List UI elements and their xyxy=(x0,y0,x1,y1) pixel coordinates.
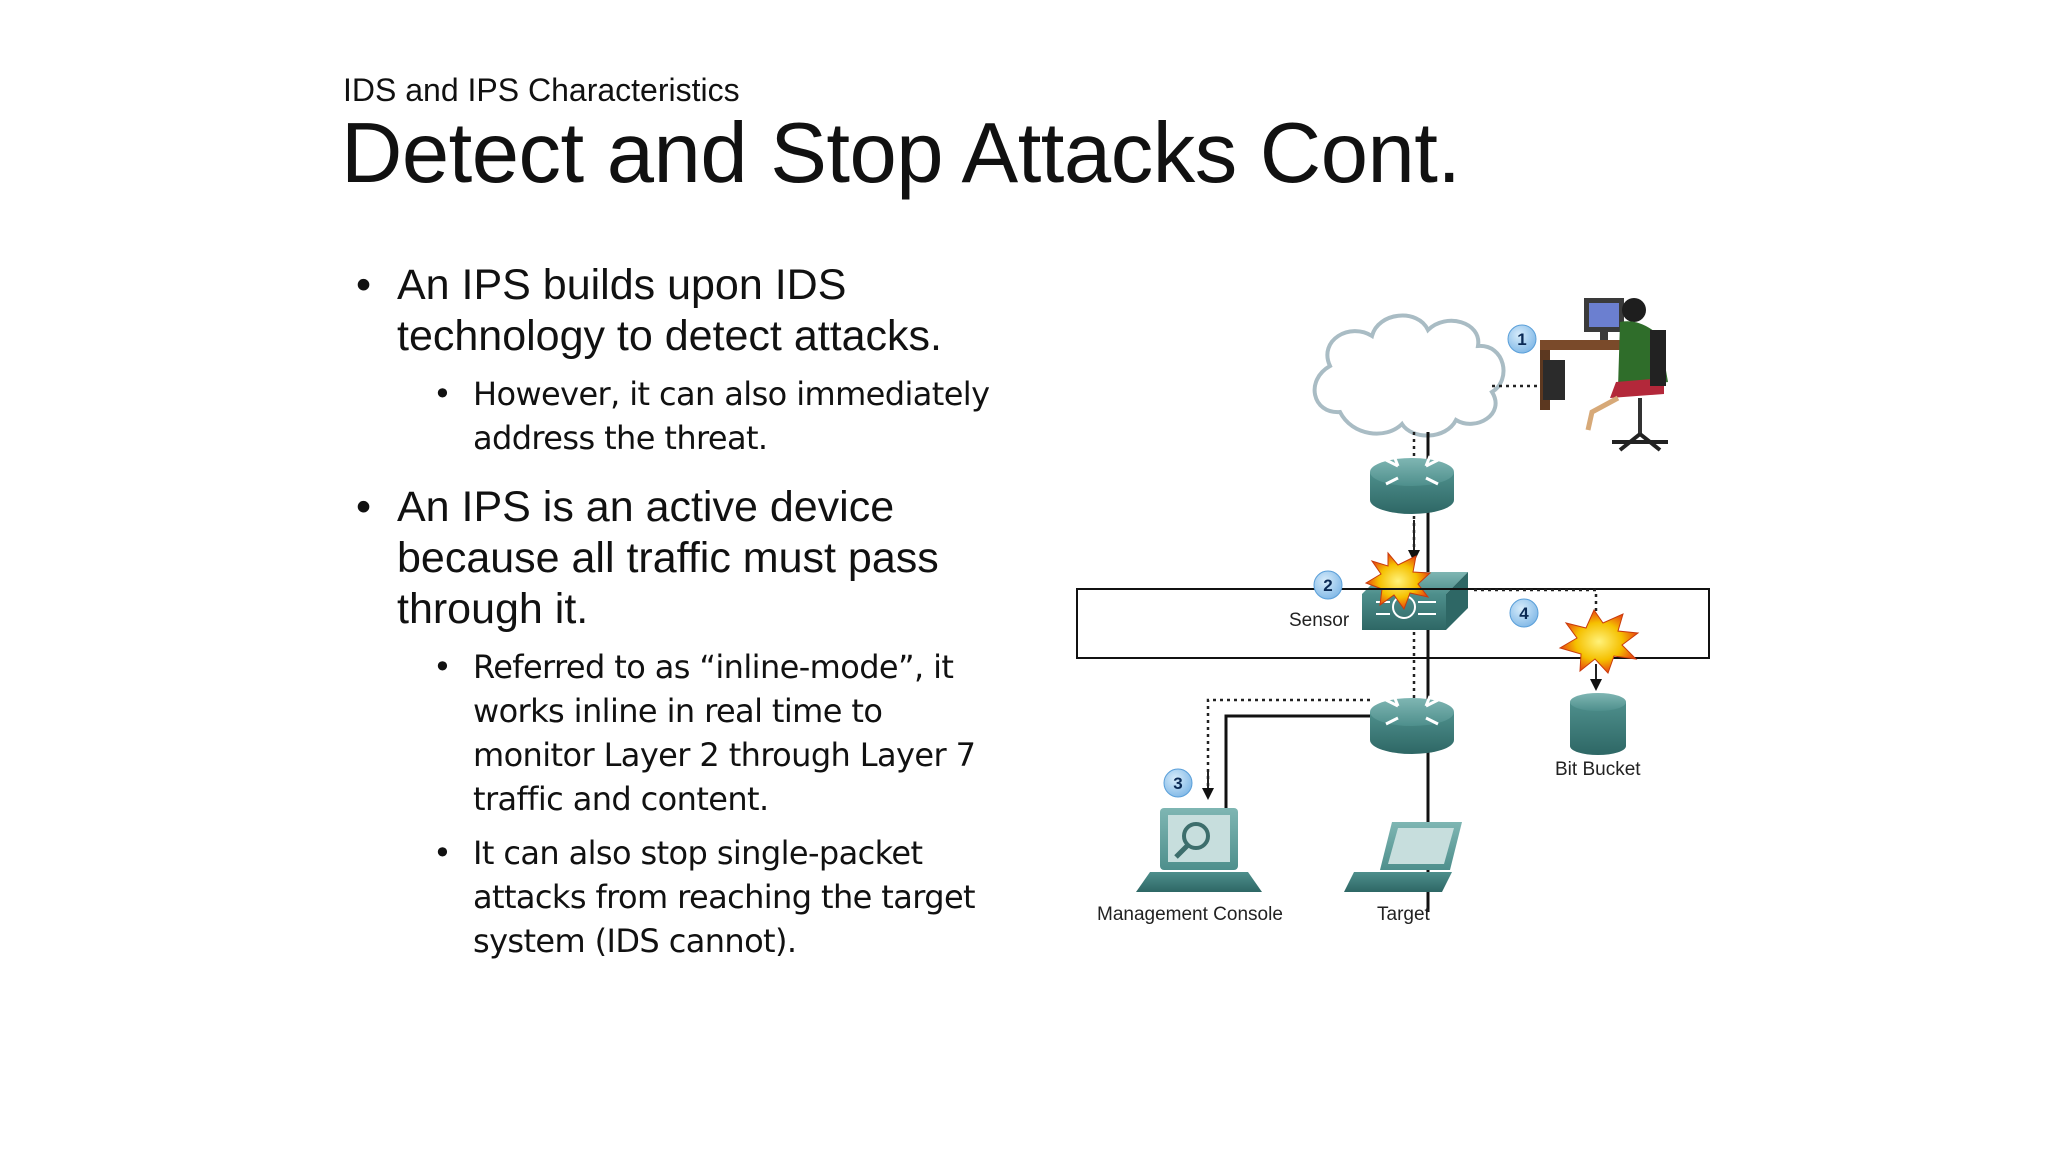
bullet-marker: • xyxy=(356,483,372,531)
bullet-line: monitor Layer 2 through Layer 7 xyxy=(473,736,976,774)
step-number: 1 xyxy=(1517,330,1526,349)
explosion-icon xyxy=(1364,551,1432,611)
router-icon xyxy=(1370,695,1454,754)
bullet-marker: • xyxy=(433,648,452,686)
bullet-line: Referred to as “inline-mode”, it xyxy=(473,648,954,686)
bullet-line: works inline in real time to xyxy=(473,692,883,730)
router-icon xyxy=(1370,455,1454,514)
bit-bucket-label: Bit Bucket xyxy=(1555,759,1641,780)
bullet-line: address the threat. xyxy=(473,419,768,457)
operator-workstation-icon xyxy=(1540,298,1668,452)
target-label: Target xyxy=(1377,904,1431,925)
slide-subtitle: IDS and IPS Characteristics xyxy=(343,72,740,108)
bullet-line: attacks from reaching the target xyxy=(473,878,976,916)
bullet-line: technology to detect attacks. xyxy=(397,312,942,360)
explosion-icon xyxy=(1558,608,1640,674)
bullet-ips-builds-on-ids: • An IPS builds upon IDS technology to d… xyxy=(356,260,1056,362)
target-laptop-icon xyxy=(1344,822,1462,892)
step-1-badge: 1 xyxy=(1507,324,1537,354)
bullet-list: • An IPS builds upon IDS technology to d… xyxy=(356,260,1056,963)
bullet-line: An IPS is an active device xyxy=(397,483,895,531)
step-number: 2 xyxy=(1323,576,1332,595)
step-3-badge: 3 xyxy=(1163,768,1193,798)
slide-title: Detect and Stop Attacks Cont. xyxy=(341,106,1461,201)
bullet-marker: • xyxy=(433,834,452,872)
drop-path-line xyxy=(1474,588,1598,625)
sub-bullet-inline-mode: • Referred to as “inline-mode”, it works… xyxy=(356,645,1056,821)
sub-bullet-immediately-address: • However, it can also immediately addre… xyxy=(356,372,1056,460)
bullet-line: It can also stop single-packet xyxy=(473,834,923,872)
step-number: 3 xyxy=(1173,774,1182,793)
bit-bucket-icon xyxy=(1570,693,1626,755)
step-number: 4 xyxy=(1519,604,1529,623)
bullet-line: An IPS builds upon IDS xyxy=(397,261,847,309)
bullet-marker: • xyxy=(433,375,452,413)
alert-path-line xyxy=(1206,698,1370,786)
cloud-icon xyxy=(1312,313,1506,438)
inline-mode-highlight-box xyxy=(1076,588,1710,659)
step-2-badge: 2 xyxy=(1313,570,1343,600)
step-4-badge: 4 xyxy=(1509,598,1539,628)
bullet-line: traffic and content. xyxy=(473,780,769,818)
management-console-icon xyxy=(1136,808,1262,892)
bullet-line: system (IDS cannot). xyxy=(473,922,797,960)
bullet-line: through it. xyxy=(397,585,589,633)
bullet-ips-active-device: • An IPS is an active device because all… xyxy=(356,482,1056,635)
console-link-line xyxy=(1224,714,1370,812)
bullet-line: However, it can also immediately xyxy=(473,375,990,413)
management-console-label: Management Console xyxy=(1097,904,1283,925)
bullet-marker: • xyxy=(356,261,372,309)
bullet-line: because all traffic must pass xyxy=(397,534,939,582)
sub-bullet-single-packet: • It can also stop single-packet attacks… xyxy=(356,831,1056,963)
sensor-label: Sensor xyxy=(1289,610,1350,631)
